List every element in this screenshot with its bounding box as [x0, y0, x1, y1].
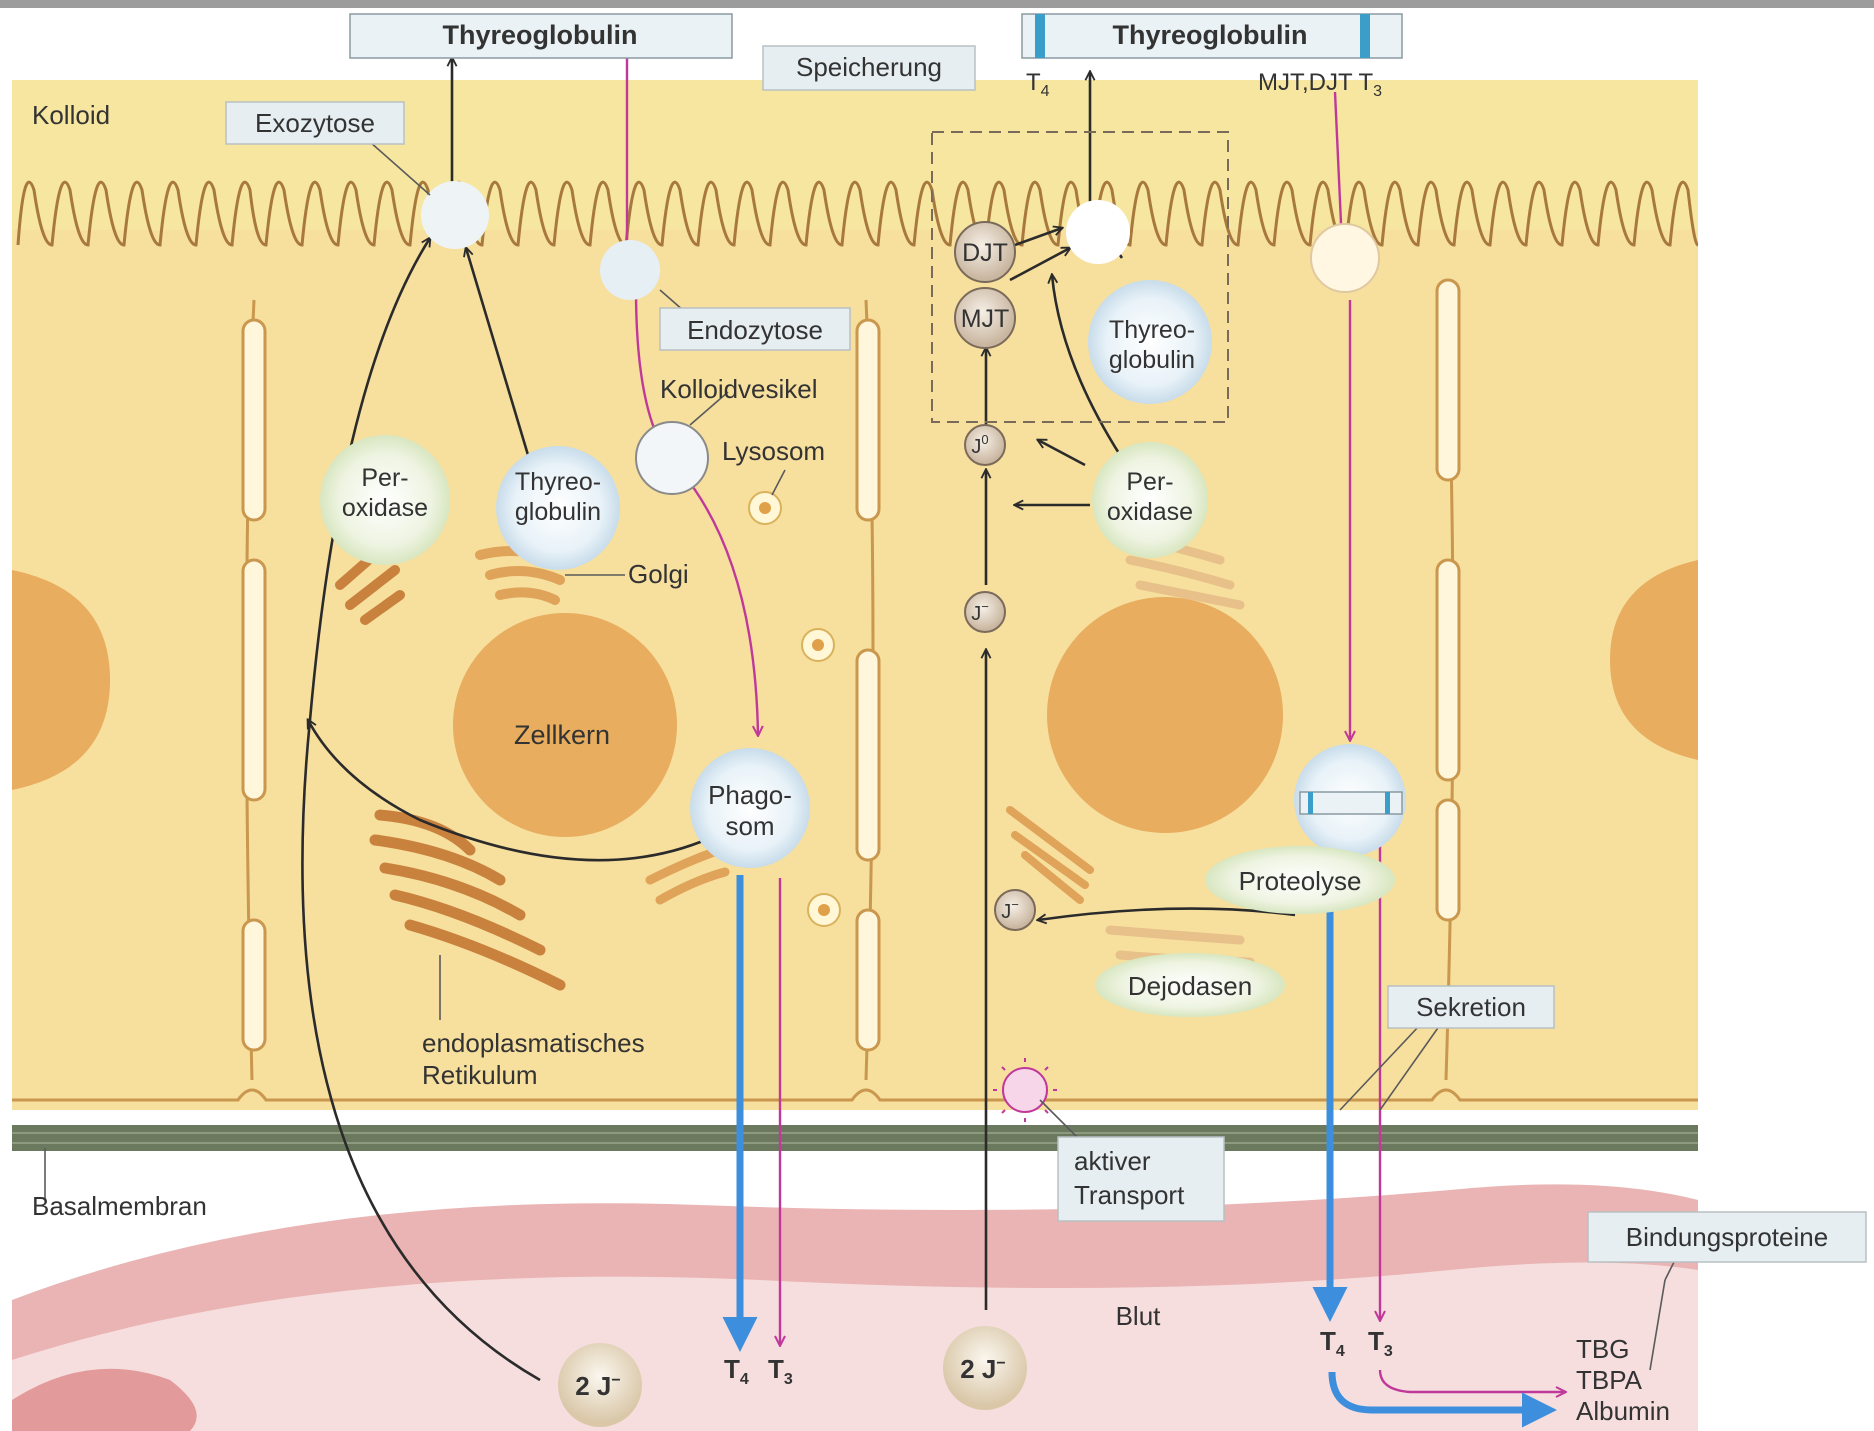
basalmembran-label: Basalmembran: [32, 1191, 207, 1221]
exozytose-label: Exozytose: [255, 108, 375, 138]
tbg-label: TBG: [1576, 1334, 1629, 1364]
top-frame: [0, 0, 1874, 8]
thyreoglobulin-right-cell-label-2: globulin: [1109, 346, 1195, 374]
speicherung-label: Speicherung: [796, 52, 942, 82]
aktiver-transport-label-1: aktiver: [1074, 1146, 1151, 1176]
tbpa-label: TBPA: [1576, 1365, 1643, 1395]
lysosome-3-dot: [818, 904, 830, 916]
zellkern-label: Zellkern: [514, 720, 610, 750]
thyreoglobulin-right-cell-label-1: Thyreo-: [1109, 316, 1195, 344]
djt-label: DJT: [962, 239, 1008, 267]
colloid-bubble-right: [1066, 200, 1130, 264]
lysosom-label: Lysosom: [722, 436, 825, 466]
thyreoglobulin-cell-label-2: globulin: [515, 498, 601, 526]
proteolyse-label: Proteolyse: [1239, 866, 1362, 896]
er-label-2: Retikulum: [422, 1060, 538, 1090]
endozytose-label: Endozytose: [687, 315, 823, 345]
kolloidvesikel-label: Kolloidvesikel: [660, 374, 818, 404]
colloid-vesicle: [636, 422, 708, 494]
bindungsproteine-label: Bindungsproteine: [1626, 1222, 1828, 1252]
thyreoglobulin-left-label: Thyreoglobulin: [443, 20, 638, 50]
peroxidase-right-label-2: oxidase: [1107, 498, 1193, 526]
endocytosis-vesicle-right: [1311, 224, 1379, 292]
dejodasen-label: Dejodasen: [1128, 971, 1252, 1001]
peroxidase-left-label-2: oxidase: [342, 494, 428, 522]
thyreoglobulin-cell-label-1: Thyreo-: [515, 468, 601, 496]
phagosom-label-1: Phago-: [708, 780, 792, 810]
aktiver-transport-label-2: Transport: [1074, 1180, 1185, 1210]
er-label-1: endoplasmatisches: [422, 1028, 645, 1058]
golgi-label: Golgi: [628, 559, 689, 589]
nucleus-right: [1047, 597, 1283, 833]
mjt-djt-t3-label: MJT,DJT T3: [1258, 69, 1382, 100]
sekretion-label: Sekretion: [1416, 992, 1526, 1022]
phagosom-label-2: som: [725, 811, 774, 841]
proteolysis-strip: [1300, 792, 1402, 814]
exocytosis-vesicle: [421, 181, 489, 249]
mjt-label: MJT: [961, 305, 1010, 333]
lysosome-2-dot: [812, 639, 824, 651]
lysosome-dot: [759, 502, 771, 514]
basal-membrane: [12, 1125, 1698, 1151]
peroxidase-left-label-1: Per-: [361, 464, 408, 492]
tg-right-stripe-1: [1035, 14, 1045, 58]
peroxidase-right-label-1: Per-: [1126, 468, 1173, 496]
kolloid-label: Kolloid: [32, 100, 110, 130]
blut-label: Blut: [1116, 1301, 1162, 1331]
active-transport-pump: [993, 1058, 1057, 1122]
thyreoglobulin-right-label: Thyreoglobulin: [1113, 20, 1308, 50]
endocytosis-vesicle: [600, 240, 660, 300]
albumin-label: Albumin: [1576, 1396, 1670, 1426]
tg-right-stripe-2: [1360, 14, 1370, 58]
